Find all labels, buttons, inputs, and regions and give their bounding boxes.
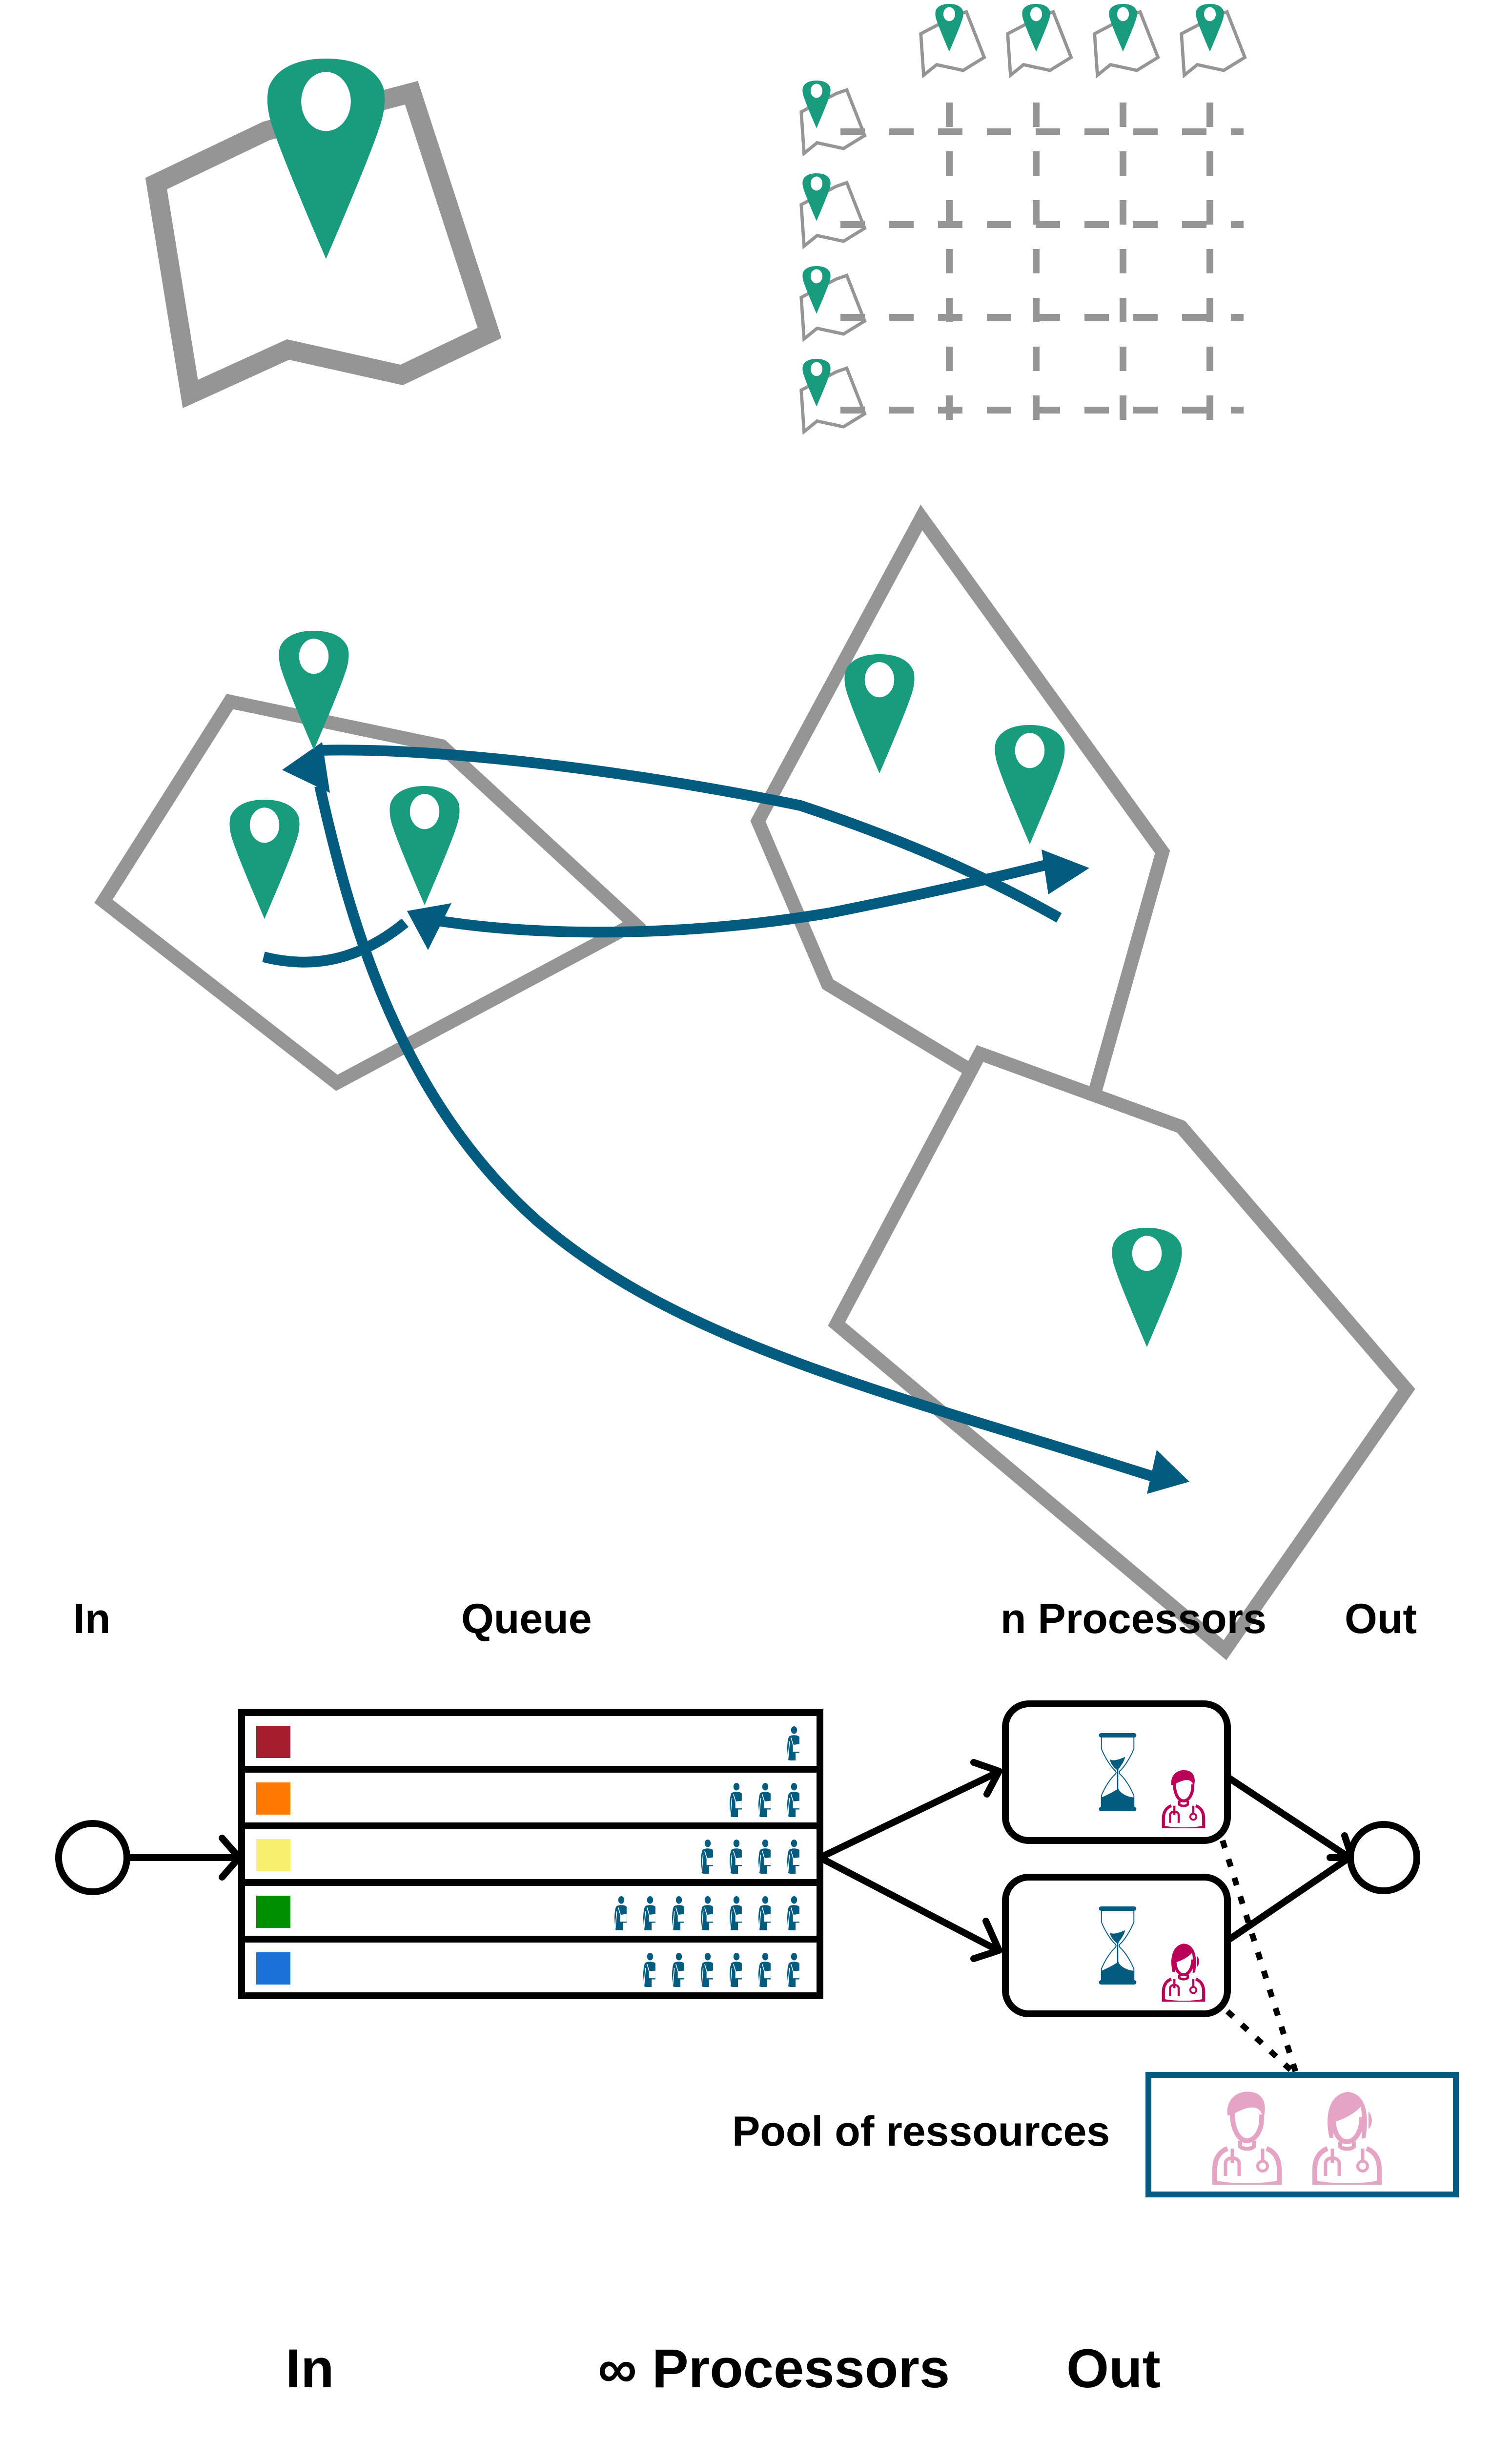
region-map-1 <box>94 694 646 1091</box>
out-node <box>1347 1821 1420 1894</box>
resource-pool <box>1145 2072 1459 2197</box>
label-in: In <box>73 1595 110 1642</box>
queue-row <box>242 1936 820 1987</box>
panel-distance-matrix <box>801 4 1245 437</box>
priority-color-swatch <box>256 1896 290 1928</box>
matrix-column-header <box>1095 4 1158 75</box>
route-path <box>319 745 1062 923</box>
arrowhead-icon <box>970 1759 1002 1798</box>
panel-routes <box>94 504 1415 1660</box>
flow-arrow <box>1224 1774 1353 1861</box>
route-path <box>262 918 409 968</box>
priority-color-swatch <box>256 1726 290 1758</box>
resource-link <box>1225 2009 1296 2075</box>
region-map-2 <box>750 504 1170 1148</box>
matrix-column-header <box>921 4 984 75</box>
matrix-column-header <box>1008 4 1071 75</box>
matrix-row-header <box>801 173 865 246</box>
priority-color-swatch <box>256 1952 290 1985</box>
priority-queue <box>238 1709 823 1999</box>
processor-2 <box>1002 1874 1231 2017</box>
priority-color-swatch <box>256 1782 290 1815</box>
route-path <box>429 859 1051 938</box>
resource-link <box>1220 1840 1299 2073</box>
queue-row <box>256 1726 800 1760</box>
panel-map-icon <box>145 59 502 409</box>
arrowhead-icon <box>282 742 330 793</box>
panel-queue-diagram: In Queue n Processors Out <box>55 1595 1459 2197</box>
label-out: Out <box>1066 2338 1161 2399</box>
arrowhead-icon <box>1042 849 1089 894</box>
label-out: Out <box>1345 1595 1417 1642</box>
flow-arrow <box>817 1769 1001 1861</box>
queue-row <box>242 1879 820 1930</box>
matrix-row-header <box>801 359 865 432</box>
region-map-3 <box>828 1045 1415 1660</box>
arrowhead-icon <box>407 903 451 950</box>
matrix-row-header <box>801 266 865 339</box>
label-pool: Pool of ressources <box>732 2108 1110 2155</box>
route-path <box>314 785 1164 1485</box>
panel-infinite-processors: In ∞ Processors Out ... <box>286 2338 1161 2399</box>
label-queue: Queue <box>461 1595 592 1642</box>
queue-row <box>242 1822 820 1874</box>
processor-1 <box>1002 1700 1231 1844</box>
matrix-row-header <box>801 81 865 153</box>
queue-row <box>242 1766 820 1817</box>
label-in: In <box>286 2338 334 2399</box>
flow-arrow <box>1224 1854 1353 1944</box>
label-n-processors: n Processors <box>1001 1595 1267 1642</box>
flow-arrow <box>817 1854 1001 1954</box>
priority-color-swatch <box>256 1839 290 1871</box>
arrowhead-icon <box>1147 1450 1189 1494</box>
in-node <box>55 1820 130 1895</box>
arrowhead-icon <box>970 1918 1002 1962</box>
matrix-column-header <box>1182 4 1245 75</box>
label-infinite-processors: ∞ Processors <box>598 2338 950 2399</box>
